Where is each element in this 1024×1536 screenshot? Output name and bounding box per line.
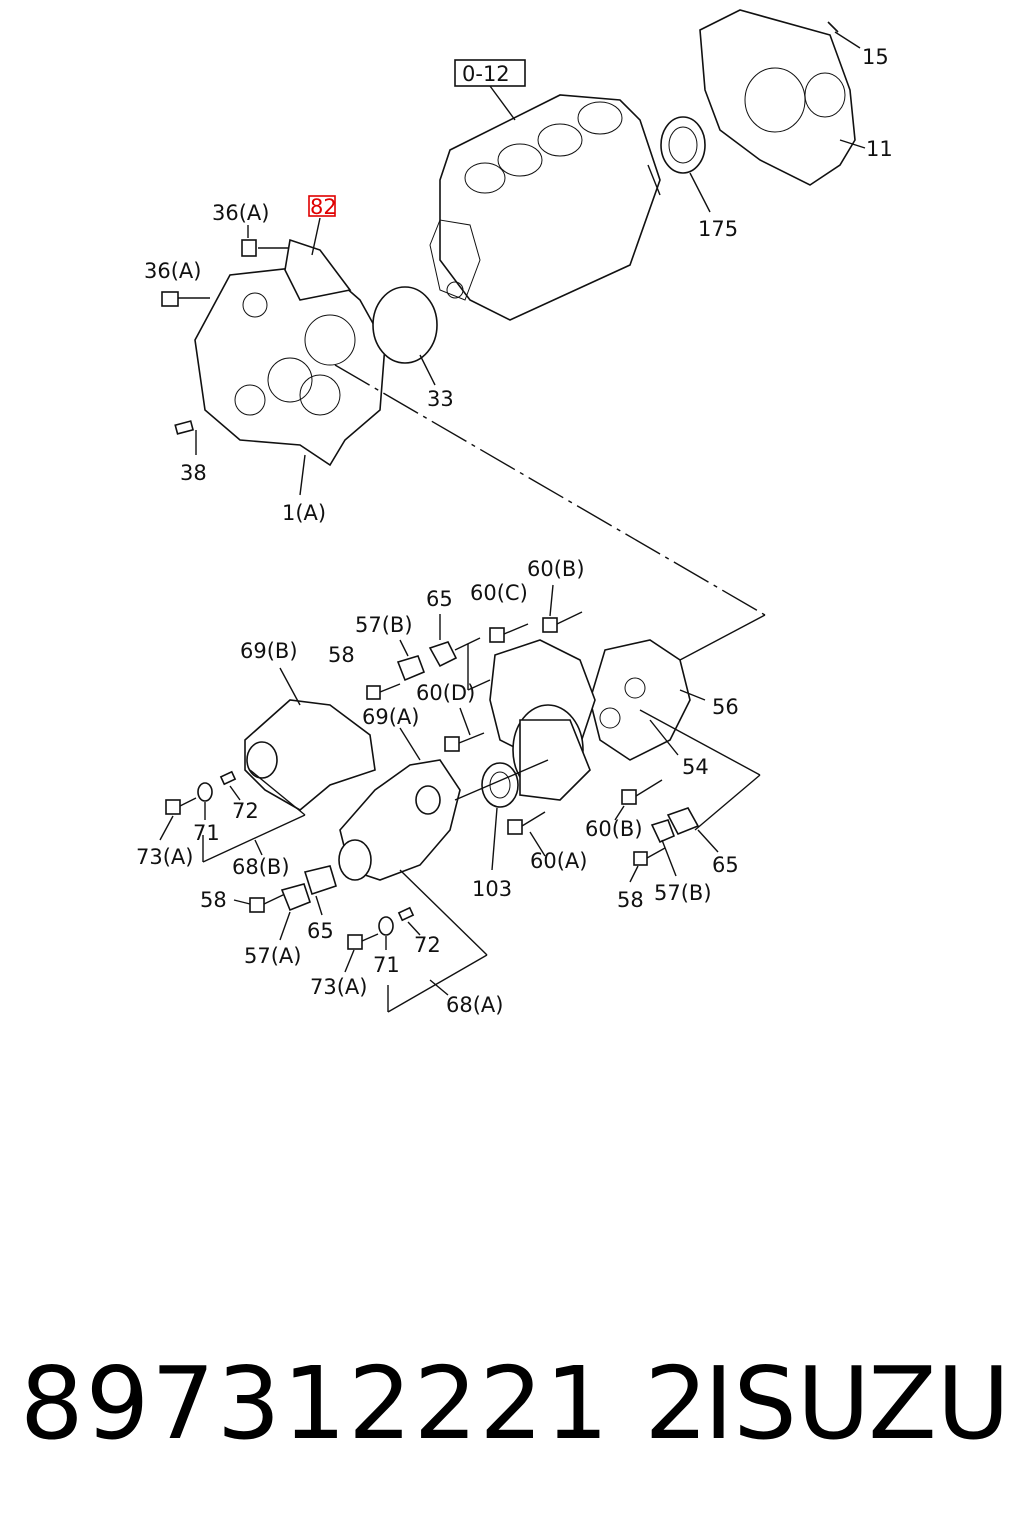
reference-box: 0-12 xyxy=(454,59,526,121)
callout-65-left: 65 xyxy=(307,919,334,943)
callout-57a: 57(A) xyxy=(244,944,301,968)
o-ring-33: 33 xyxy=(372,286,454,411)
callout-60d: 60(D) xyxy=(416,681,475,705)
callout-1a: 1(A) xyxy=(282,501,326,525)
callout-60a: 60(A) xyxy=(530,849,587,873)
callout-175: 175 xyxy=(698,217,738,241)
callout-57b-top: 57(B) xyxy=(355,613,413,637)
callout-68a: 68(A) xyxy=(446,993,503,1017)
footer: 897312221 2 ISUZU xyxy=(20,1345,1010,1475)
bolt-cluster-top: 60(B) 60(C) 65 57(B) 58 60(D) xyxy=(328,557,585,752)
gear-69a: 69(A) xyxy=(338,705,461,881)
callout-36a-2: 36(A) xyxy=(144,259,201,283)
bolt-60a: 60(A) xyxy=(507,811,587,873)
callout-54: 54 xyxy=(682,755,709,779)
callout-56: 56 xyxy=(712,695,739,719)
callout-60c: 60(C) xyxy=(470,581,528,605)
bottom-group: 73(A) 71 72 68(A) xyxy=(310,869,503,1017)
callout-38: 38 xyxy=(180,461,207,485)
callout-58-left: 58 xyxy=(200,888,227,912)
callout-65-top: 65 xyxy=(426,587,453,611)
gear-69b: 69(B) xyxy=(240,639,376,811)
left-bottom-group: 58 57(A) 65 xyxy=(200,865,337,968)
oil-seal-103: 103 xyxy=(454,759,549,901)
callout-65-right: 65 xyxy=(712,853,739,877)
callout-60b-top: 60(B) xyxy=(527,557,585,581)
callout-36a-1: 36(A) xyxy=(212,201,269,225)
engine-block xyxy=(429,94,661,321)
callout-57b-right: 57(B) xyxy=(654,881,712,905)
part-number: 897312221 2 xyxy=(20,1345,711,1462)
callout-71-bottom: 71 xyxy=(373,953,400,977)
callout-33: 33 xyxy=(427,387,454,411)
left-lower-group: 73(A) 71 72 68(B) xyxy=(136,769,306,879)
callout-15: 15 xyxy=(862,45,889,69)
callout-73a-left: 73(A) xyxy=(136,845,193,869)
front-housing: 36(A) 36(A) 82 38 1(A) xyxy=(144,195,386,525)
callout-58-top: 58 xyxy=(328,643,355,667)
callout-72-bottom: 72 xyxy=(414,933,441,957)
pump-assembly: 56 54 xyxy=(489,639,739,801)
rear-plate: 15 11 xyxy=(699,9,893,186)
callout-60b-right: 60(B) xyxy=(585,817,643,841)
callout-58-right: 58 xyxy=(617,888,644,912)
callout-69a: 69(A) xyxy=(362,705,419,729)
reference-box-label: 0-12 xyxy=(462,62,510,86)
callout-72-left: 72 xyxy=(232,799,259,823)
callout-69b: 69(B) xyxy=(240,639,298,663)
oil-seal-175: 175 xyxy=(647,116,738,241)
callout-71-left: 71 xyxy=(193,821,220,845)
callout-82-highlighted: 82 xyxy=(310,195,337,219)
callout-68b: 68(B) xyxy=(232,855,290,879)
brand-name: ISUZU xyxy=(703,1345,1010,1462)
right-bolt-group: 60(B) 65 58 57(B) xyxy=(585,709,761,912)
callout-11: 11 xyxy=(866,137,893,161)
highlight-box xyxy=(308,195,336,217)
callout-103: 103 xyxy=(472,877,512,901)
callout-73a-bottom: 73(A) xyxy=(310,975,367,999)
